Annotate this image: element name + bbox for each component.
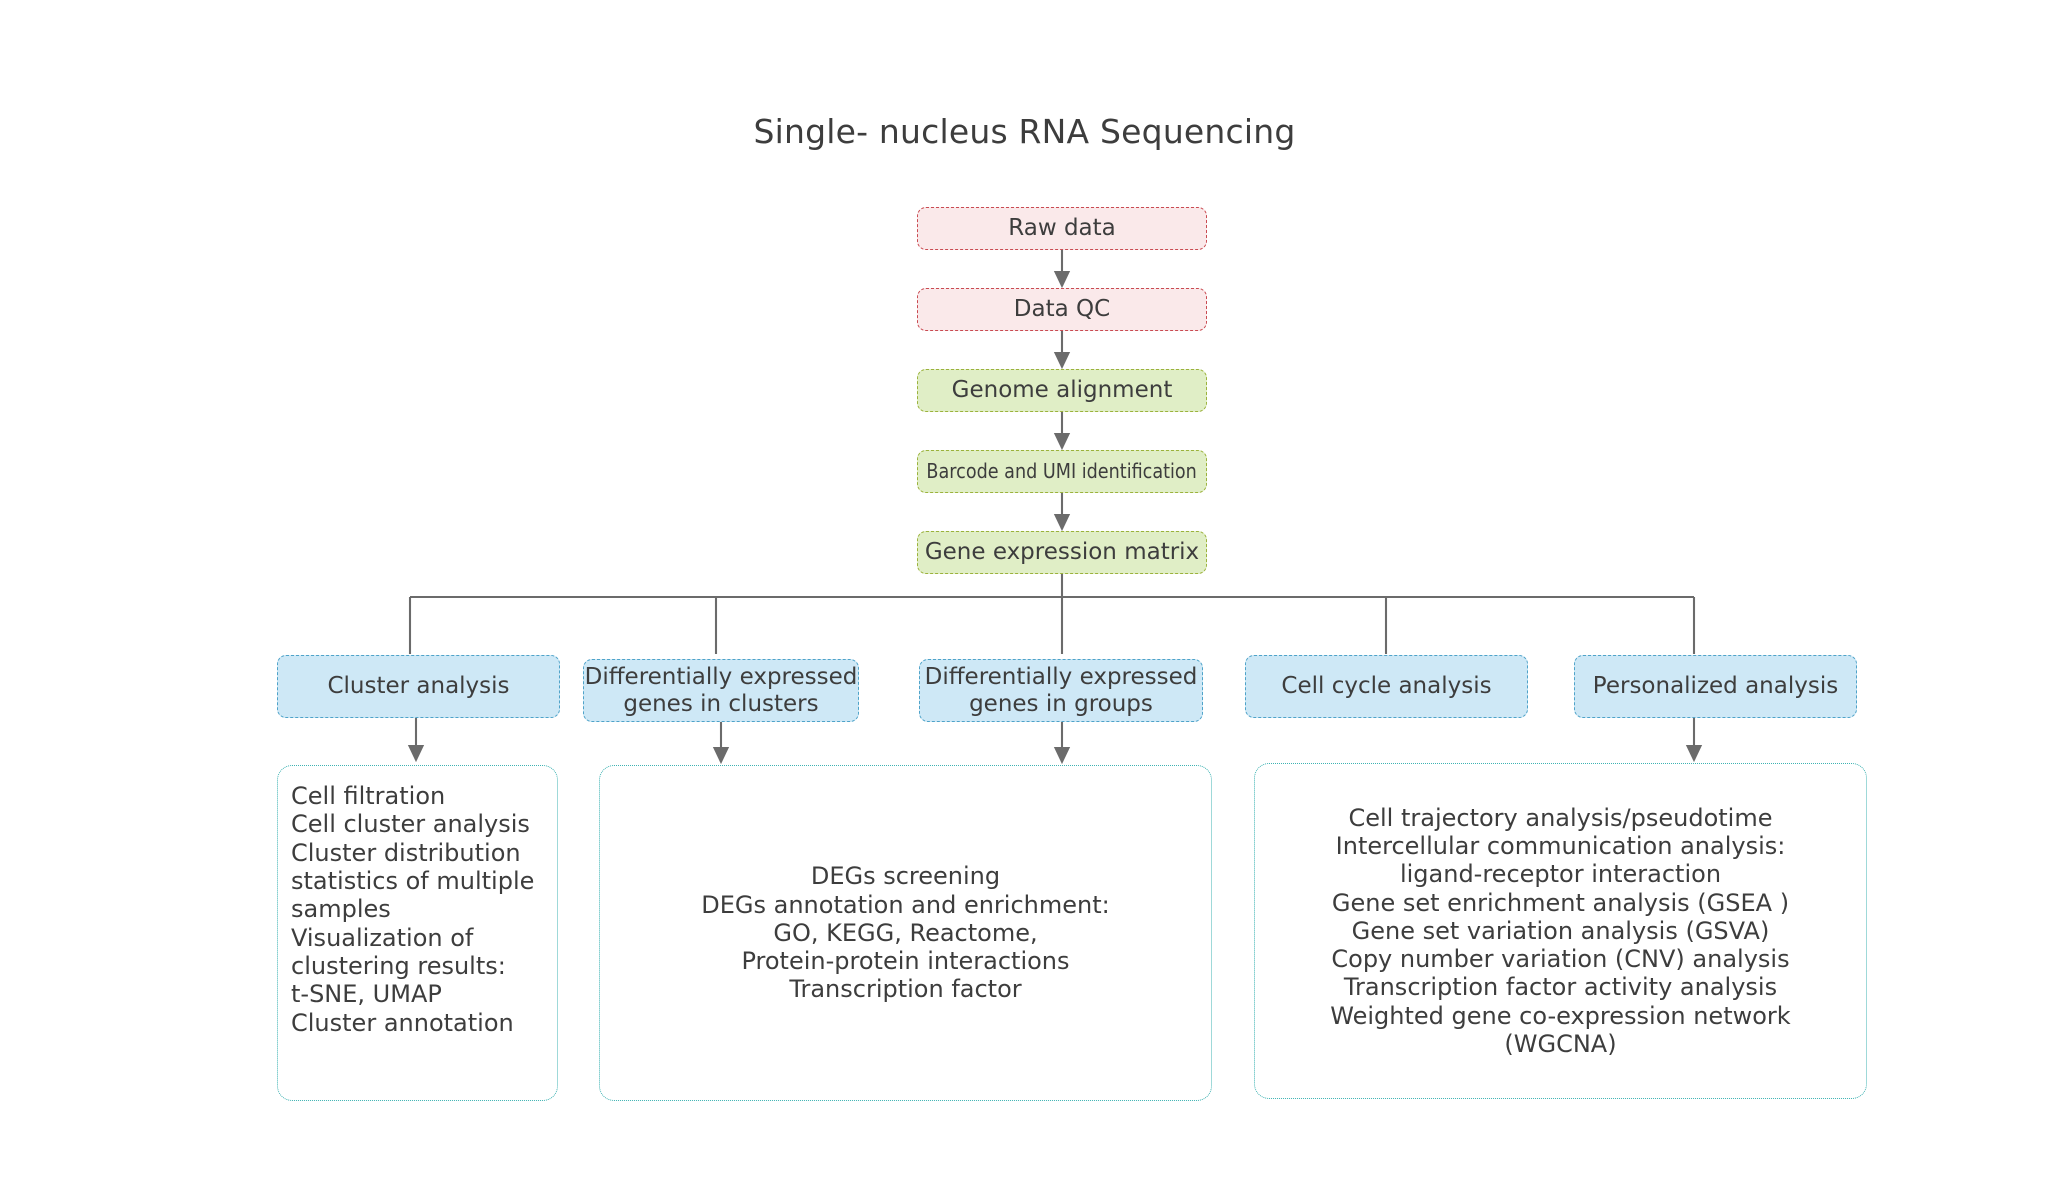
node-label: Differentially expressed genes in cluste… [584,663,858,717]
node-genome-alignment[interactable]: Genome alignment [917,369,1207,412]
node-label: Data QC [1013,296,1111,323]
node-gene-expression-matrix[interactable]: Gene expression matrix [917,531,1207,574]
node-personalized-analysis[interactable]: Personalized analysis [1574,655,1857,718]
node-data-qc[interactable]: Data QC [917,288,1207,331]
panel-text: Cell trajectory analysis/pseudotime Inte… [1330,803,1791,1059]
node-raw-data[interactable]: Raw data [917,207,1207,250]
node-deg-in-groups[interactable]: Differentially expressed genes in groups [919,659,1203,722]
panel-text: DEGs screening DEGs annotation and enric… [701,862,1110,1004]
node-cluster-analysis[interactable]: Cluster analysis [277,655,560,718]
node-label: Differentially expressed genes in groups [924,663,1198,717]
node-label: Cell cycle analysis [1281,673,1492,700]
node-label: Raw data [1008,215,1116,242]
node-label: Gene expression matrix [924,539,1200,566]
node-cell-cycle-analysis[interactable]: Cell cycle analysis [1245,655,1528,718]
panel-cluster-analysis-details[interactable]: Cell filtration Cell cluster analysis Cl… [277,765,558,1101]
panel-text: Cell filtration Cell cluster analysis Cl… [291,782,535,1037]
panel-deg-details[interactable]: DEGs screening DEGs annotation and enric… [599,765,1212,1101]
node-label: Genome alignment [951,377,1173,404]
node-label: Barcode and UMI identification [926,458,1198,483]
node-label: Personalized analysis [1592,673,1839,700]
chart-title: Single- nucleus RNA Sequencing [753,112,1296,151]
panel-personalized-analysis-details[interactable]: Cell trajectory analysis/pseudotime Inte… [1254,763,1867,1099]
node-deg-in-clusters[interactable]: Differentially expressed genes in cluste… [583,659,859,722]
node-barcode-umi-identification[interactable]: Barcode and UMI identification [917,450,1207,493]
node-label: Cluster analysis [327,673,510,700]
